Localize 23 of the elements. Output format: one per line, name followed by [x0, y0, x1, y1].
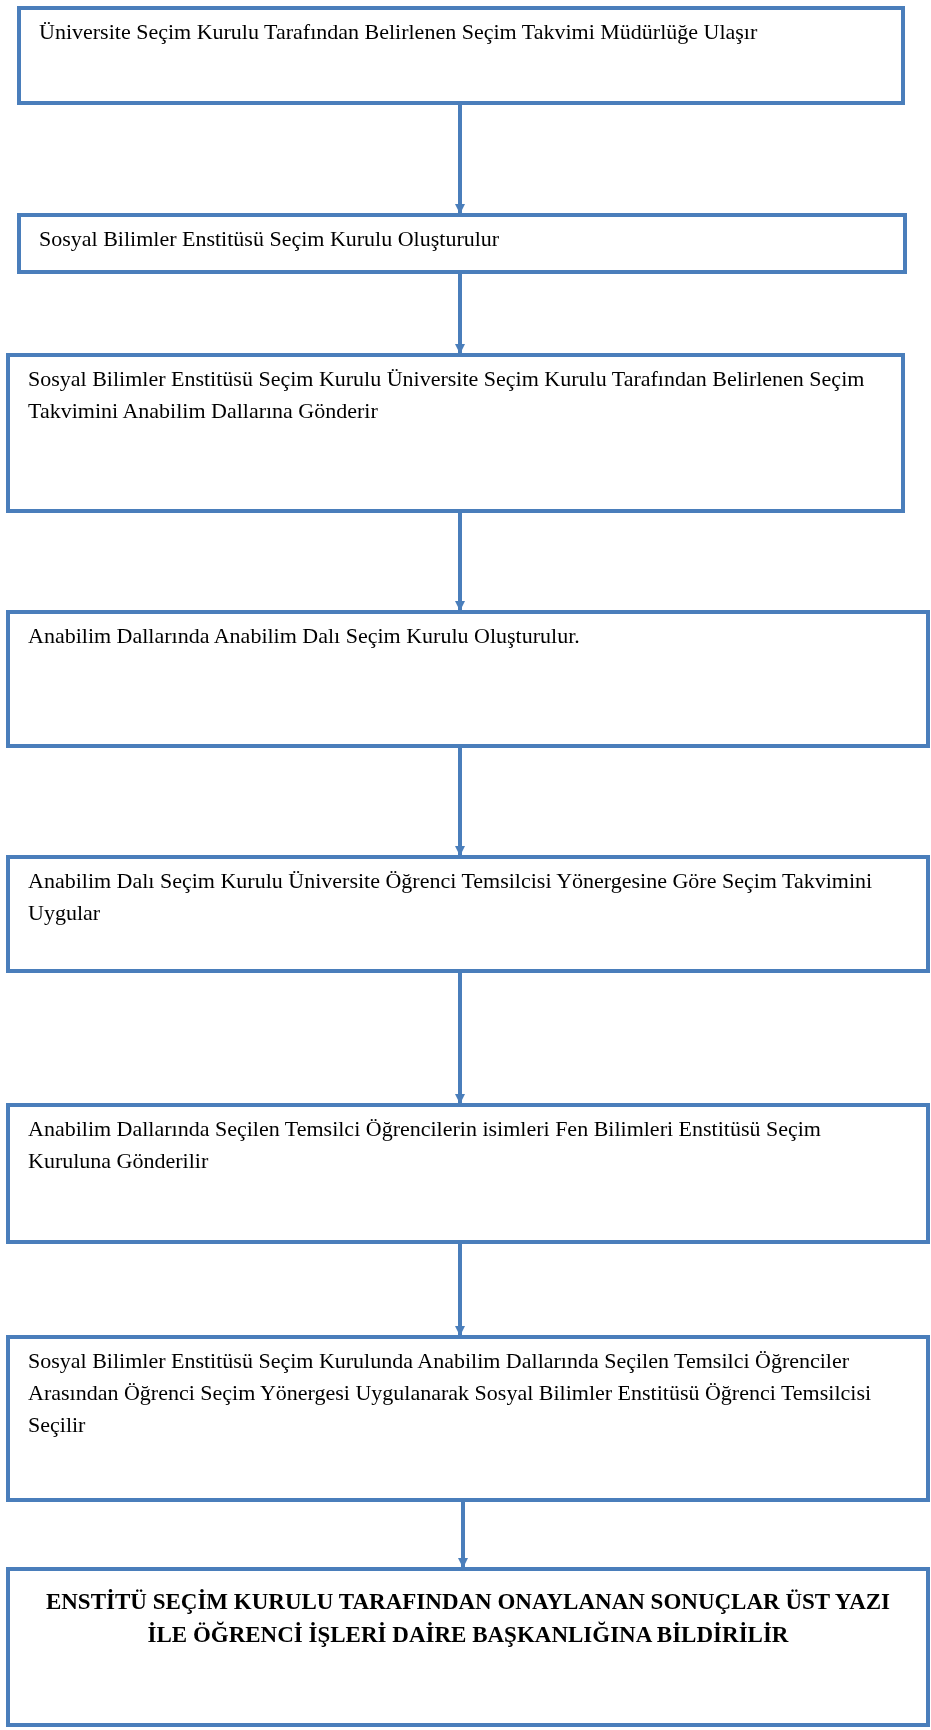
process-box [6, 1567, 930, 1727]
process-box [6, 1103, 930, 1244]
arrow [455, 1244, 465, 1336]
step-text: Anabilim Dallarında Seçilen Temsilci Öğrencilerin isimleri Fen Bilimleri Enstitüsü Seçim Kuruluna Gönderilir [28, 1115, 822, 1175]
step-text: Üniversite Seçim Kurulu Tarafından Belirlenen Seçim Takvimi Müdürlüğe Ulaşır [39, 18, 759, 46]
arrow [455, 105, 465, 214]
step-text: Sosyal Bilimler Enstitüsü Seçim Kurulu Üniversite Seçim Kurulu Tarafından Belirlenen Seçim Takvimini Anabilim Dallarına Gönderir [28, 365, 866, 425]
step-text: Anabilim Dallarında Anabilim Dalı Seçim Kurulu Oluşturulur. [28, 622, 581, 650]
arrow [455, 973, 465, 1104]
step-text: ENSTİTÜ SEÇİM KURULU TARAFINDAN ONAYLANAN SONUÇLAR ÜST YAZI İLE ÖĞRENCİ İŞLERİ DAİRE BAŞKANLIĞINA BİLDİRİLİR [44, 1588, 892, 1650]
process-box [6, 610, 930, 748]
process-box [6, 855, 930, 973]
step-text: Anabilim Dalı Seçim Kurulu Üniversite Öğrenci Temsilcisi Yönergesine Göre Seçim Takvimini Uygular [28, 867, 874, 927]
process-box [17, 6, 905, 105]
arrow [455, 748, 465, 856]
process-box [6, 1335, 930, 1502]
process-box [6, 353, 905, 513]
process-box [17, 213, 907, 274]
arrow [455, 513, 465, 611]
step-text: Sosyal Bilimler Enstitüsü Seçim Kurulu Oluşturulur [39, 225, 501, 253]
step-text: Sosyal Bilimler Enstitüsü Seçim Kurulunda Anabilim Dallarında Seçilen Temsilci Öğrenciler Arasından Öğrenci Seçim Yönergesi Uygulanarak Sosyal Bilimler Enstitüsü Öğrenci Temsilcisi Seçilir [28, 1347, 873, 1439]
arrow [455, 274, 465, 354]
arrow [458, 1502, 468, 1568]
